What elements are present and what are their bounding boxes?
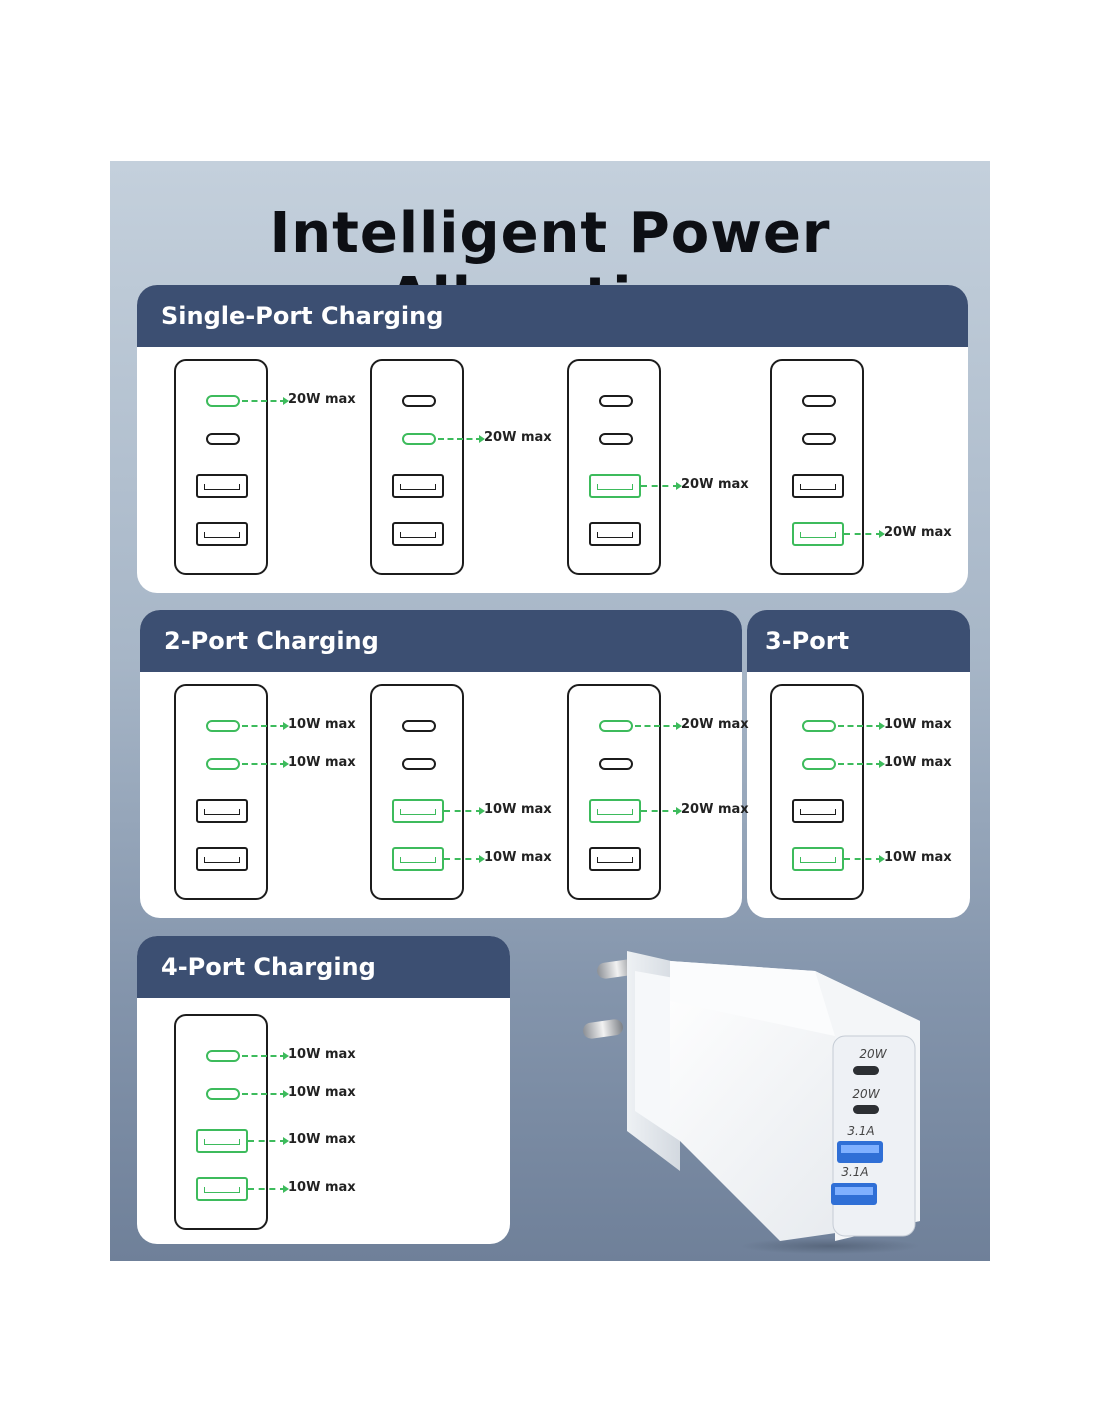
power-label: 20W max [681,477,749,492]
usb-c-port-icon [853,1066,879,1075]
connector-line [242,397,289,405]
usb-c-port-icon [853,1105,879,1114]
power-label: 20W max [884,525,952,540]
usb-a-port-icon [589,522,641,546]
usb-a-port-icon [589,474,641,498]
power-label: 10W max [884,755,952,770]
charger-diagram [567,359,661,575]
usb-a-port-icon [196,799,248,823]
usb-c-port-icon [206,433,240,445]
port-label: 3.1A [841,1165,868,1179]
usb-c-port-icon [206,1050,240,1062]
charger-diagram [370,359,464,575]
usb-c-port-icon [802,758,836,770]
connector-line [444,855,485,863]
usb-a-port-icon [589,799,641,823]
connector-line [838,722,885,730]
power-label: 10W max [484,850,552,865]
connector-line [248,1185,289,1193]
usb-a-port-icon [196,522,248,546]
usb-a-port-icon [792,474,844,498]
charger-diagram [370,684,464,900]
power-label: 10W max [884,850,952,865]
connector-line [242,1090,289,1098]
usb-a-port-icon [196,474,248,498]
connector-line [444,807,485,815]
usb-c-port-icon [802,395,836,407]
power-label: 10W max [288,1047,356,1062]
usb-a-port-icon [392,847,444,871]
usb-c-port-icon [206,720,240,732]
usb-c-port-icon [599,433,633,445]
connector-line [844,855,885,863]
power-label: 20W max [288,392,356,407]
charger-diagram [174,684,268,900]
power-label: 20W max [484,430,552,445]
usb-a-port-icon [792,799,844,823]
usb-a-port-icon [196,1129,248,1153]
connector-line [641,807,682,815]
usb-a-port-icon [392,474,444,498]
usb-c-port-icon [206,758,240,770]
power-label: 10W max [288,1180,356,1195]
usb-c-port-icon [402,758,436,770]
charger-diagram [770,684,864,900]
wall-charger-illustration: 20W 20W 3.1A 3.1A [583,951,920,1254]
usb-a-port-icon [392,522,444,546]
usb-a-port-icon [792,522,844,546]
connector-line [242,722,289,730]
charger-diagram [567,684,661,900]
plug-pin [583,1019,623,1039]
usb-c-port-icon [599,720,633,732]
usb-a-port-icon [589,847,641,871]
connector-line [438,435,485,443]
connector-line [242,1052,289,1060]
power-label: 10W max [288,1132,356,1147]
power-label: 10W max [288,1085,356,1100]
port-label: 3.1A [847,1124,874,1138]
usb-c-port-icon [206,1088,240,1100]
single-port-heading: Single-Port Charging [137,285,968,347]
two-port-heading: 2-Port Charging [140,610,742,672]
usb-c-port-icon [802,433,836,445]
usb-a-port-icon [196,1177,248,1201]
power-label: 20W max [681,717,749,732]
connector-line [641,482,682,490]
usb-a-port-icon [392,799,444,823]
usb-c-port-icon [402,433,436,445]
connector-line [242,760,289,768]
usb-c-port-icon [599,395,633,407]
charger-diagram [174,359,268,575]
connector-line [248,1137,289,1145]
usb-c-port-icon [402,720,436,732]
connector-line [838,760,885,768]
infographic-panel: Intelligent Power Allocation Single-Port… [110,161,990,1261]
charger-diagram [174,1014,268,1230]
usb-c-port-icon [802,720,836,732]
four-port-heading: 4-Port Charging [137,936,510,998]
power-label: 10W max [884,717,952,732]
connector-line [844,530,885,538]
port-label: 20W [859,1047,887,1061]
usb-a-port-icon [792,847,844,871]
power-label: 10W max [484,802,552,817]
usb-a-port-icon [196,847,248,871]
usb-c-port-icon [599,758,633,770]
three-port-heading: 3-Port Charging [747,610,970,717]
power-label: 20W max [681,802,749,817]
power-label: 10W max [288,755,356,770]
usb-c-port-icon [206,395,240,407]
usb-c-port-icon [402,395,436,407]
charger-diagram [770,359,864,575]
connector-line [635,722,682,730]
port-label: 20W [852,1087,880,1101]
power-label: 10W max [288,717,356,732]
plug-pin [597,959,637,979]
